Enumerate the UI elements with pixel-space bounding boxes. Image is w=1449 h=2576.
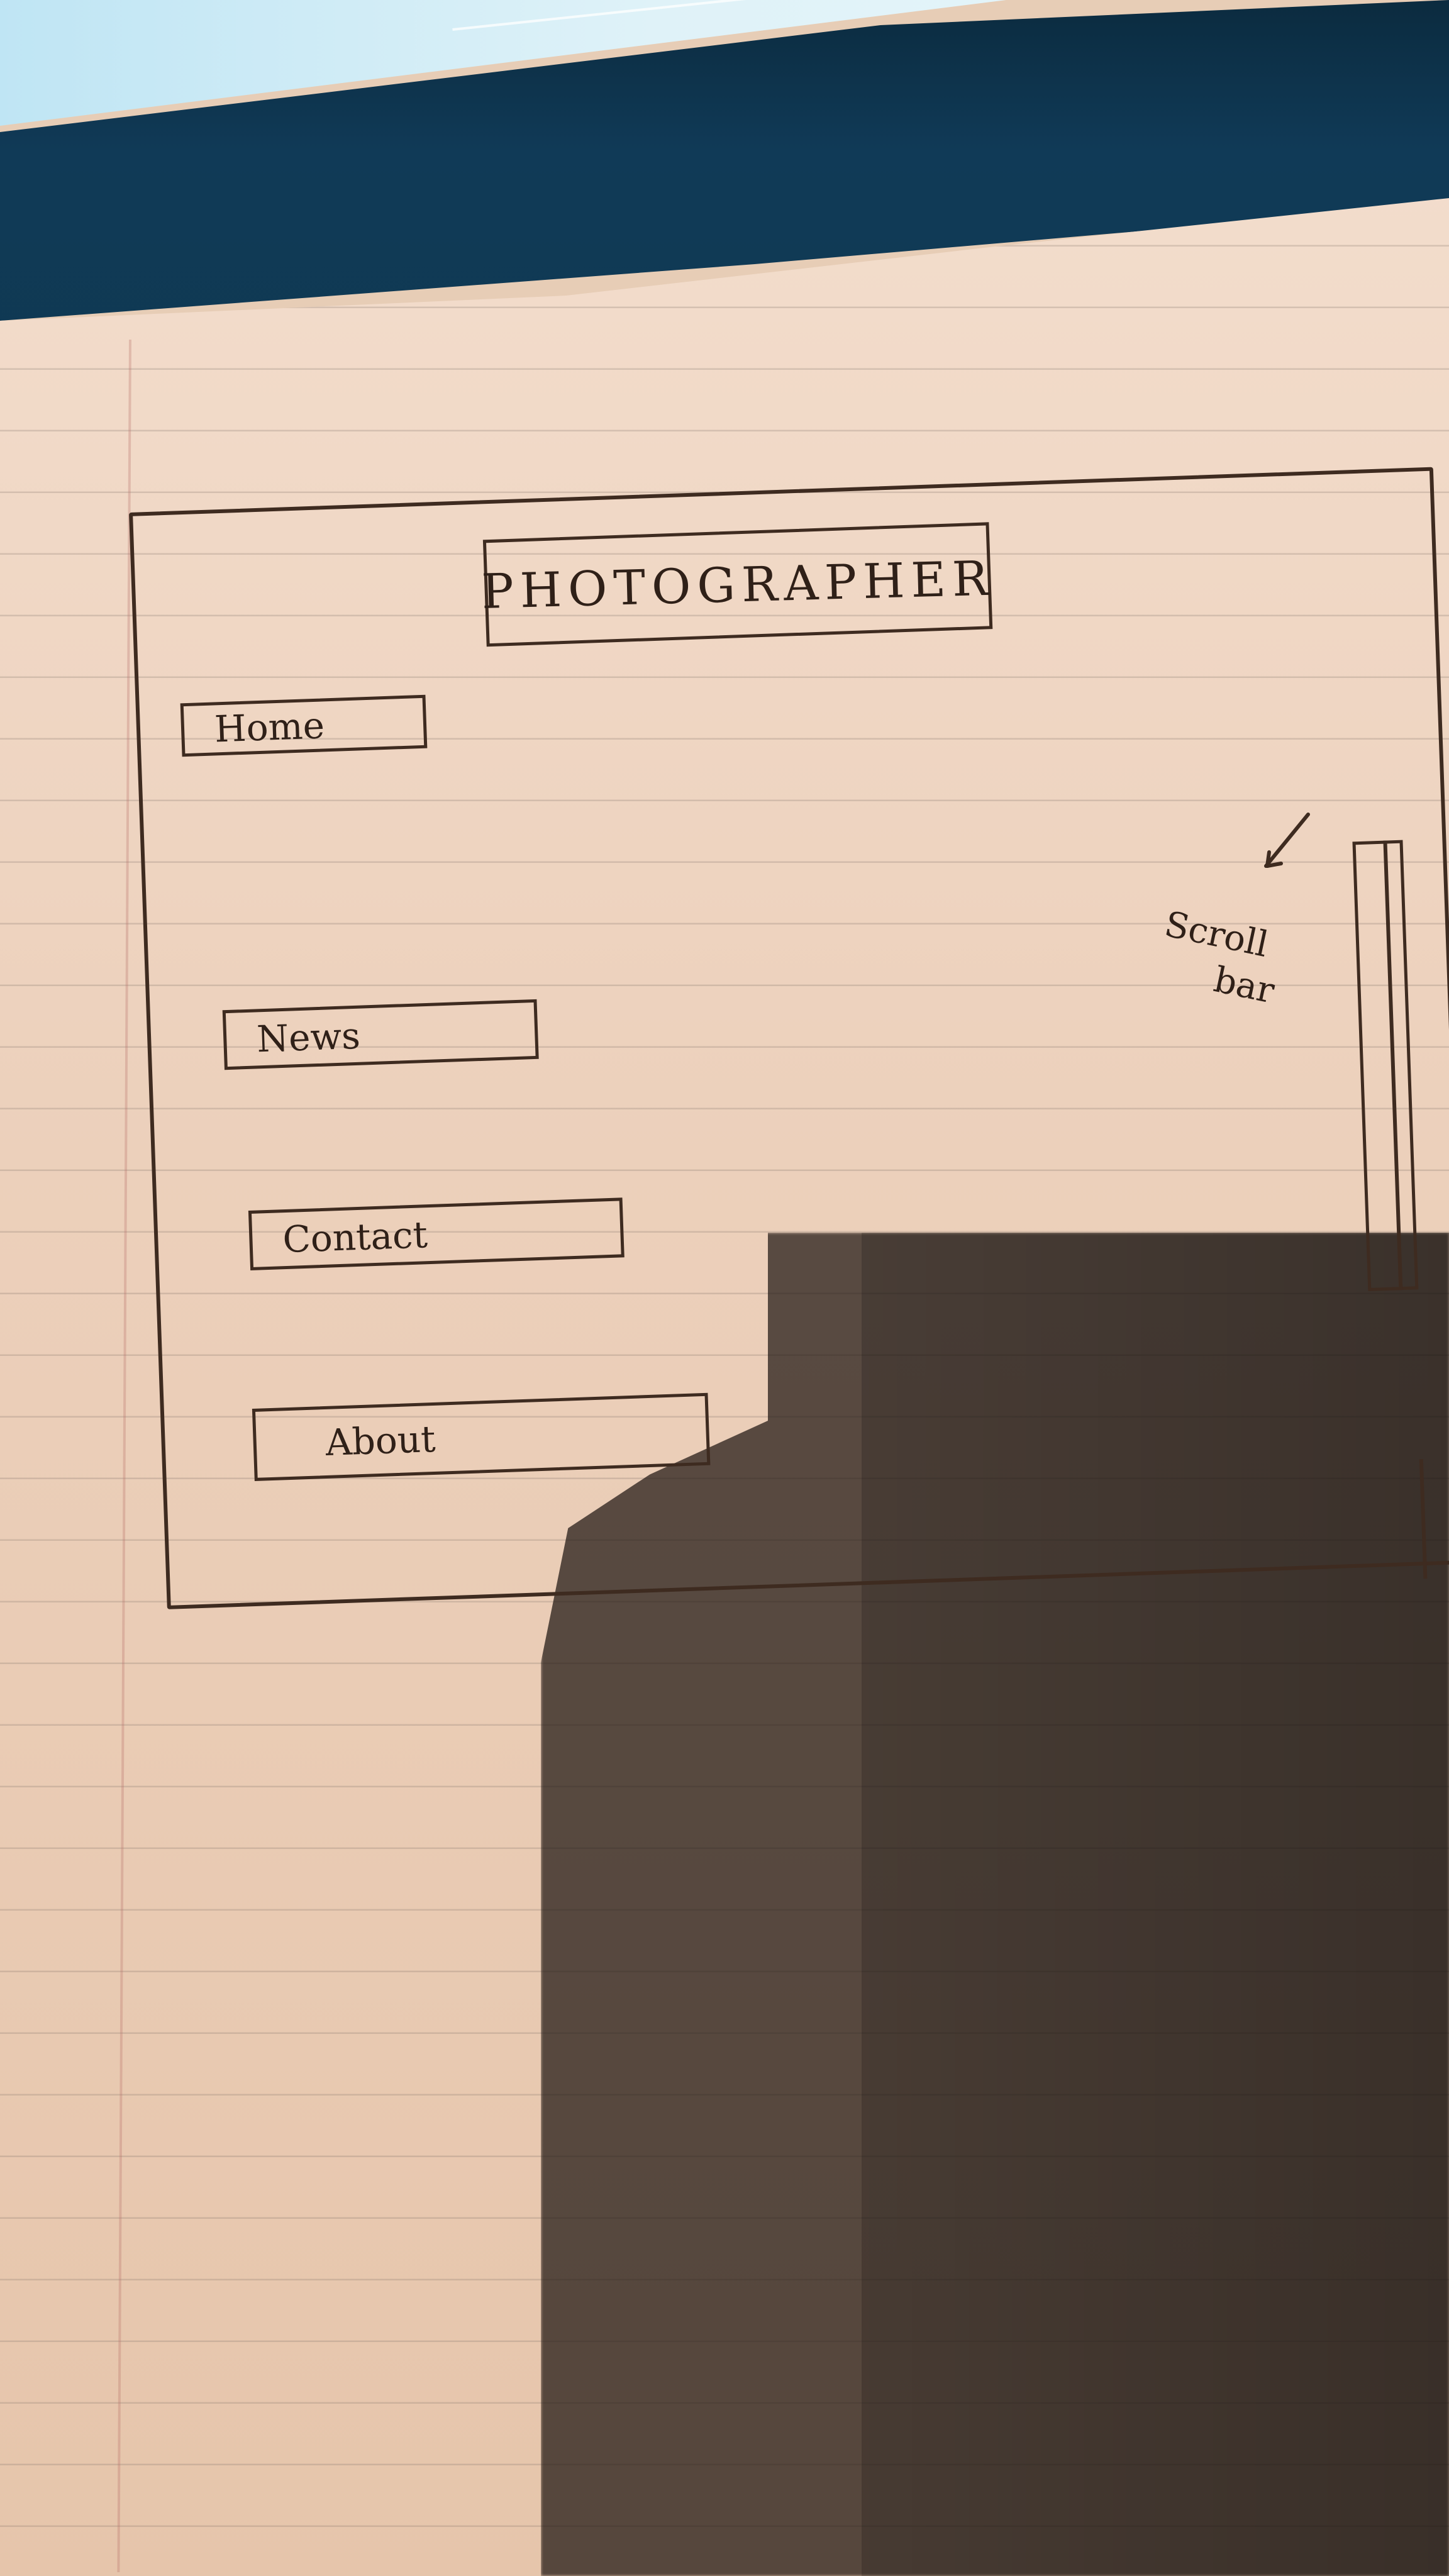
scrollbar[interactable] [1352,840,1419,1291]
nav-home-label: Home [213,703,325,750]
nav-news-label: News [256,1014,361,1060]
scrollbar-thumb-line [1383,840,1403,1291]
site-title-box[interactable]: PHOTOGRAPHER [480,522,995,647]
nav-contact-button[interactable]: Contact [248,1197,625,1270]
nav-about-button[interactable]: About [252,1392,711,1481]
scroll-arrow-icon [1248,808,1324,884]
nav-contact-label: Contact [282,1213,428,1261]
nav-about-label: About [325,1417,436,1464]
site-title: PHOTOGRAPHER [480,550,995,619]
nav-home-button[interactable]: Home [180,694,428,757]
arrow-icon [1264,813,1310,868]
nav-news-button[interactable]: News [222,999,539,1070]
wireframe-page: PHOTOGRAPHER Home News Contact About [129,467,1449,1609]
